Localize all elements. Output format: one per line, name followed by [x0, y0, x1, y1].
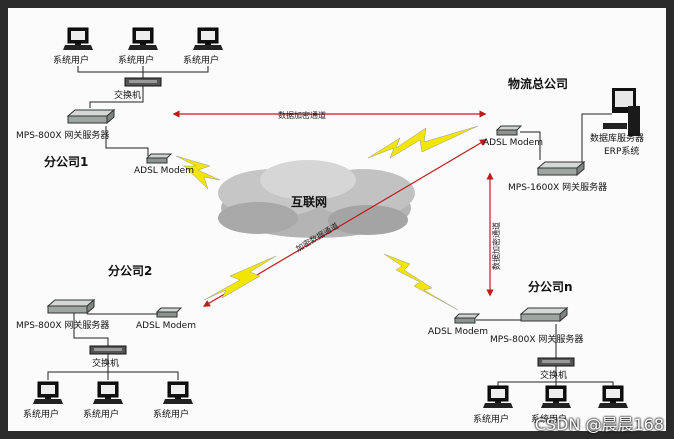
channel-label-top: 数据加密通道: [278, 110, 326, 120]
branch1-adsl-modem: [146, 153, 172, 164]
diagram-frame: 系统用户 系统用户 系统用户 交换机 MPS-800X 网关服务器 ADSL M…: [8, 8, 666, 431]
branchn-gateway-label: MPS-800X 网关服务器: [490, 333, 583, 345]
branch1-user-pc-3: [192, 27, 224, 51]
branchn-gateway-server: [520, 307, 568, 322]
branchn-user-pc-2: [540, 385, 572, 409]
branch1-user-pc-1: [62, 27, 94, 51]
branch2-user-pc-1: [32, 381, 64, 405]
branch2-adsl-label: ADSL Modem: [136, 321, 196, 331]
db-server-label: 数据库服务器: [590, 132, 644, 144]
lightning-bolt-branch2: [203, 255, 277, 301]
lightning-bolt-branch1: [175, 155, 221, 190]
hq-adsl-label: ADSL Modem: [483, 138, 543, 148]
internet-label: 互联网: [291, 195, 327, 209]
branch2-gateway-label: MPS-800X 网关服务器: [16, 319, 109, 331]
branchn-switch: [537, 357, 575, 367]
hq-site-label: 物流总公司: [508, 76, 568, 91]
branch2-switch-label: 交换机: [92, 357, 119, 369]
branch2-user-pc-2: [92, 381, 124, 405]
branchn-adsl-modem: [454, 313, 480, 324]
branch2-switch: [89, 345, 127, 355]
hq-gateway-label: MPS-1600X 网关服务器: [508, 181, 607, 193]
erp-label: ERP系统: [604, 145, 639, 157]
branchn-user-pc-1: [482, 385, 514, 409]
branch2-gateway-server: [47, 299, 95, 314]
branch2-adsl-modem: [156, 307, 182, 318]
branchn-user-label-1: 系统用户: [473, 413, 509, 425]
lightning-bolt-branchn: [383, 253, 459, 311]
channel-label-right: 数据加密通道: [491, 222, 501, 270]
branch2-user-label-1: 系统用户: [23, 408, 59, 420]
branch1-adsl-label: ADSL Modem: [134, 166, 194, 176]
db-server: [603, 88, 640, 136]
branch2-site-label: 分公司2: [108, 263, 152, 278]
hq-gateway-server: [537, 161, 585, 176]
hq-adsl-modem: [496, 125, 522, 136]
branch1-site-label: 分公司1: [44, 154, 88, 169]
branch2-user-pc-3: [162, 381, 194, 405]
network-diagram: 系统用户 系统用户 系统用户 交换机 MPS-800X 网关服务器 ADSL M…: [16, 27, 644, 425]
branch2-user-label-3: 系统用户: [153, 408, 189, 420]
branch2-user-label-2: 系统用户: [83, 408, 119, 420]
branchn-user-pc-3: [597, 385, 629, 409]
branch1-gateway-server: [67, 109, 115, 124]
branch1-user-label-1: 系统用户: [53, 54, 89, 66]
branch1-gateway-label: MPS-800X 网关服务器: [16, 129, 109, 141]
branchn-adsl-label: ADSL Modem: [428, 327, 488, 337]
branch1-user-label-3: 系统用户: [183, 54, 219, 66]
branch1-switch-label: 交换机: [114, 89, 141, 101]
branchn-user-label-2: 系统用户: [531, 413, 567, 425]
branch1-switch: [124, 77, 162, 87]
branch1-user-label-2: 系统用户: [118, 54, 154, 66]
watermark: CSDN @晨晨168: [534, 415, 664, 434]
branchn-site-label: 分公司n: [528, 279, 573, 294]
lightning-bolt-hq: [367, 125, 479, 159]
branchn-switch-label: 交换机: [540, 369, 567, 381]
branch1-user-pc-2: [127, 27, 159, 51]
